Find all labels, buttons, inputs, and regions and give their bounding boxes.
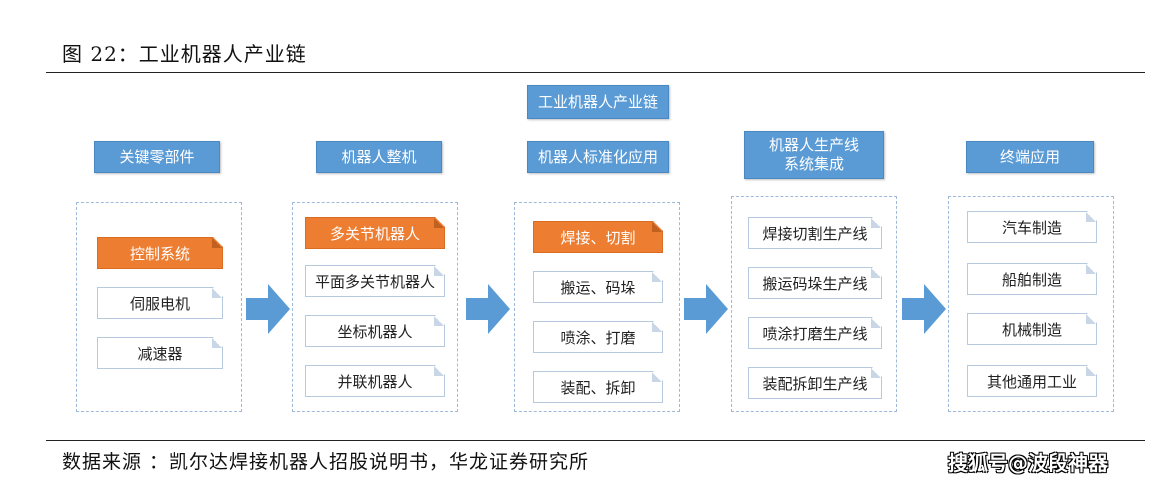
list-item: 装配拆卸生产线 xyxy=(748,367,882,399)
source-note: 数据来源 ：凯尔达焊接机器人招股说明书，华龙证券研究所 xyxy=(62,451,590,473)
flow-arrow-icon xyxy=(902,284,946,334)
column-components: 控制系统 伺服电机 减速器 xyxy=(76,202,242,412)
column-header-robot: 机器人整机 xyxy=(316,141,442,173)
list-item: 喷涂、打磨 xyxy=(533,321,663,353)
column-header-label: 终端应用 xyxy=(999,147,1060,166)
list-item: 坐标机器人 xyxy=(305,315,445,347)
list-item: 减速器 xyxy=(97,337,223,369)
column-robot: 多关节机器人 平面多关节机器人 坐标机器人 并联机器人 xyxy=(292,202,458,412)
column-header-label: 关键零部件 xyxy=(119,147,195,166)
column-header-components: 关键零部件 xyxy=(94,141,220,173)
column-header-terminal: 终端应用 xyxy=(966,141,1094,173)
list-item: 控制系统 xyxy=(97,237,223,269)
list-item: 焊接切割生产线 xyxy=(748,217,882,249)
bottom-rule xyxy=(46,440,1145,441)
flow-arrow-icon xyxy=(246,284,290,334)
list-item: 多关节机器人 xyxy=(305,217,445,249)
figure-title: 图 22：工业机器人产业链 xyxy=(62,42,307,66)
column-header-label: 机器人整机 xyxy=(341,147,417,166)
list-item: 其他通用工业 xyxy=(967,365,1097,397)
list-item: 搬运码垛生产线 xyxy=(748,267,882,299)
column-application: 焊接、切割 搬运、码垛 喷涂、打磨 装配、拆卸 xyxy=(514,202,680,412)
list-item: 装配、拆卸 xyxy=(533,371,663,403)
column-terminal: 汽车制造 船舶制造 机械制造 其他通用工业 xyxy=(948,196,1114,412)
list-item: 搬运、码垛 xyxy=(533,271,663,303)
list-item: 焊接、切割 xyxy=(533,221,663,253)
column-header-label: 机器人生产线 系统集成 xyxy=(768,136,859,173)
list-item: 并联机器人 xyxy=(305,365,445,397)
column-header-integration: 机器人生产线 系统集成 xyxy=(744,131,884,179)
column-header-application: 机器人标准化应用 xyxy=(527,141,669,173)
list-item: 喷涂打磨生产线 xyxy=(748,317,882,349)
column-integration: 焊接切割生产线 搬运码垛生产线 喷涂打磨生产线 装配拆卸生产线 xyxy=(731,196,897,412)
top-rule xyxy=(46,72,1145,73)
list-item: 机械制造 xyxy=(967,313,1097,345)
flow-arrow-icon xyxy=(684,284,728,334)
list-item: 伺服电机 xyxy=(97,287,223,319)
column-header-label: 机器人标准化应用 xyxy=(537,147,658,166)
list-item: 船舶制造 xyxy=(967,263,1097,295)
list-item: 汽车制造 xyxy=(967,211,1097,243)
watermark: 搜狐号@波段神器 xyxy=(948,451,1108,475)
list-item: 平面多关节机器人 xyxy=(305,265,445,297)
root-node: 工业机器人产业链 xyxy=(527,85,669,119)
flow-arrow-icon xyxy=(466,284,510,334)
root-label: 工业机器人产业链 xyxy=(537,92,658,111)
